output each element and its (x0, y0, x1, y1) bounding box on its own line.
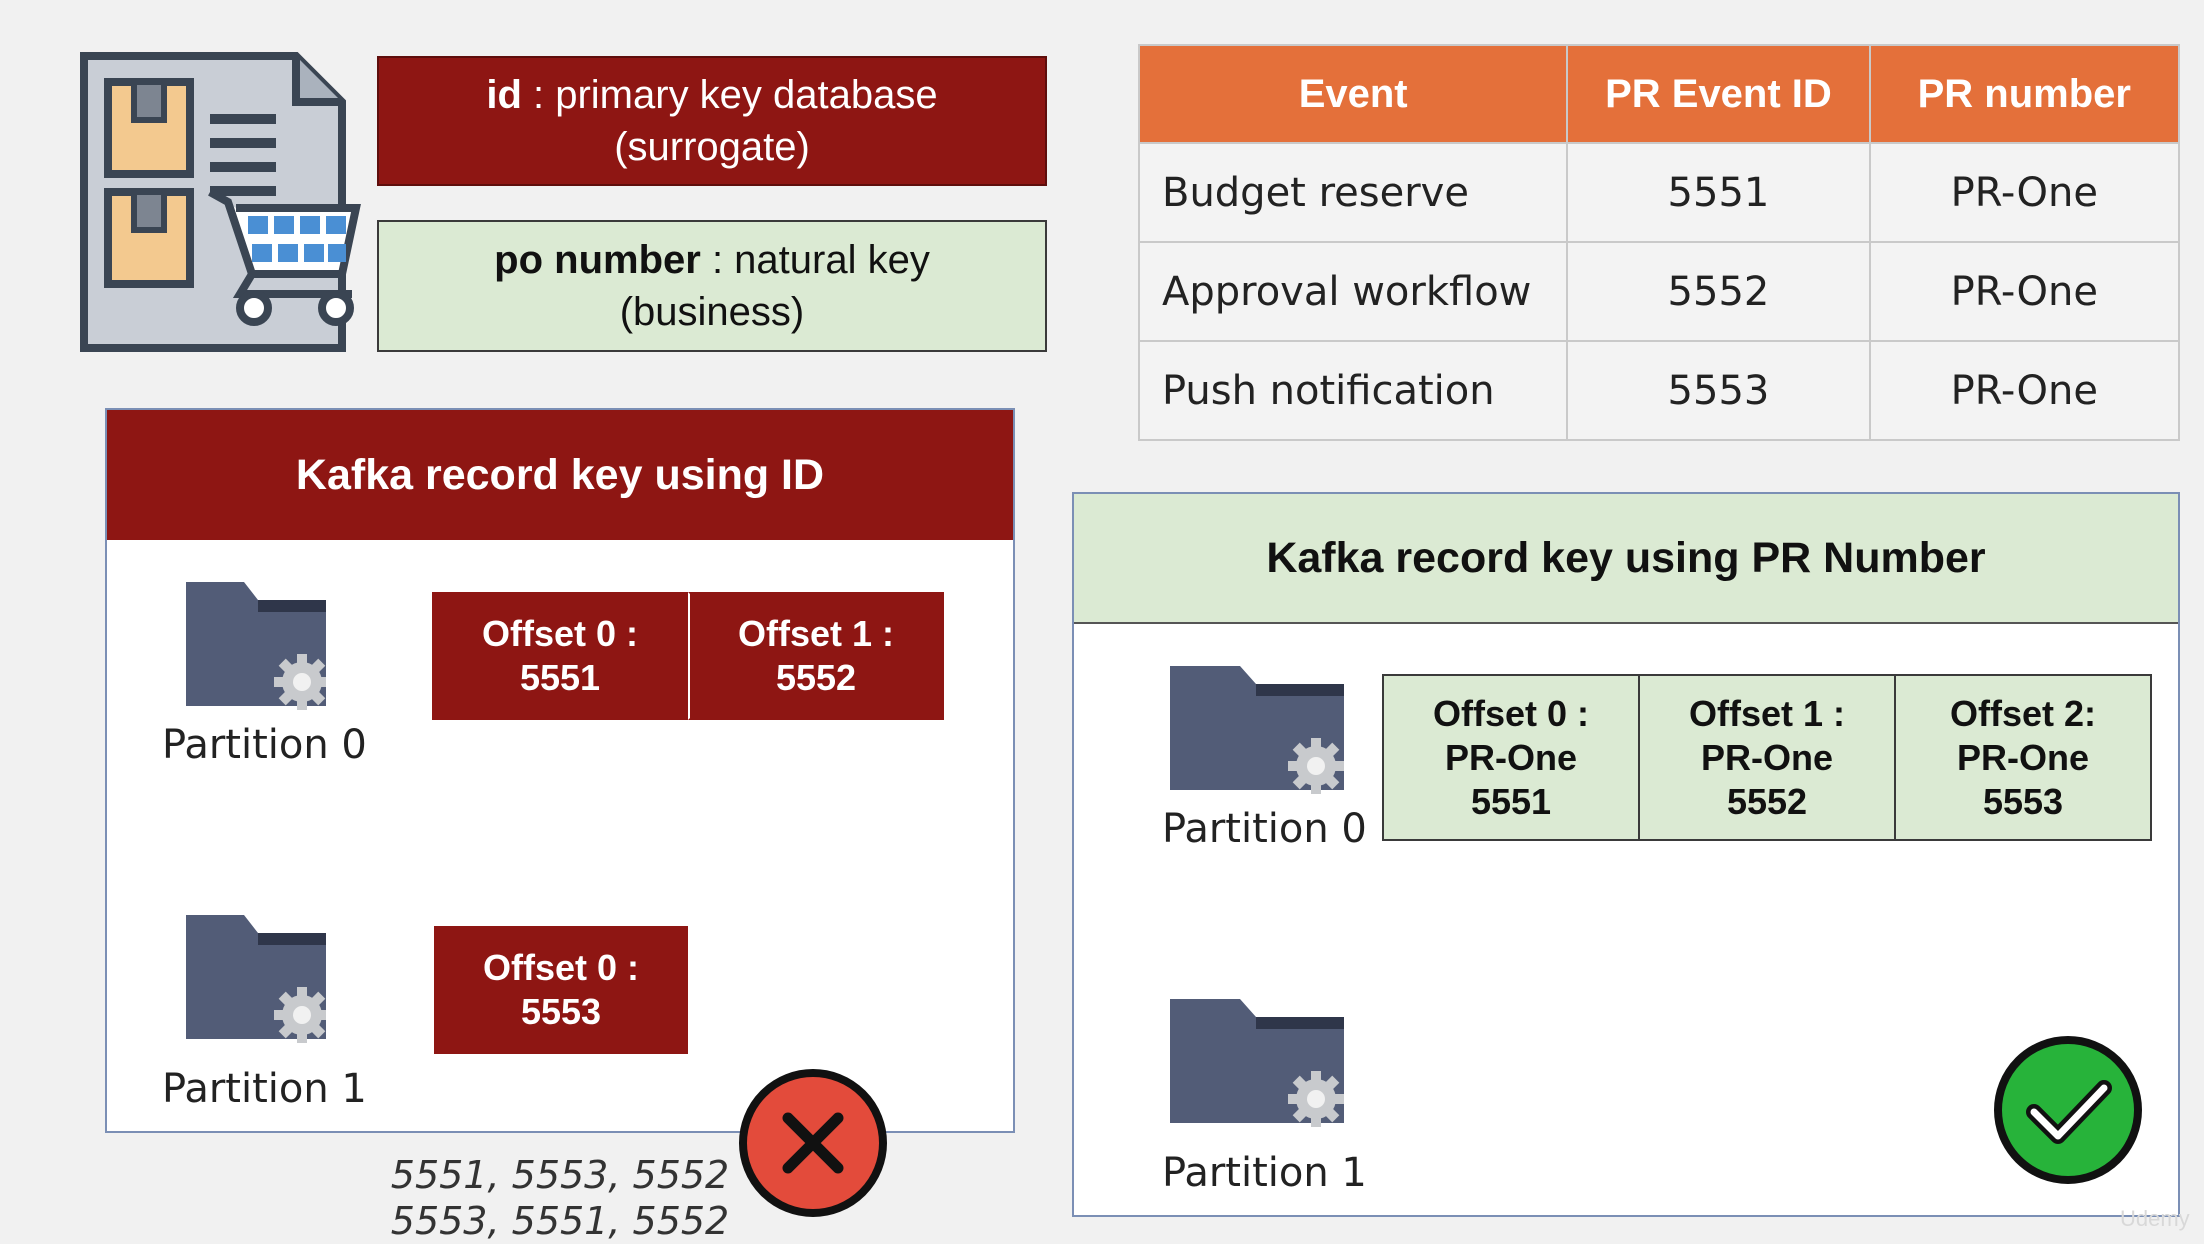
po-term: po number (494, 238, 701, 282)
offset-key: PR-One (1444, 736, 1577, 778)
offset-key: PR-One (1700, 736, 1833, 778)
offset-value: 5553 (520, 991, 602, 1032)
table-row: Push notification 5553 PR-One (1137, 340, 2181, 441)
offset-value: 5551 (1470, 780, 1552, 822)
partition-1-folder-icon (1170, 999, 1350, 1129)
id-key-panel-title: Kafka record key using ID (107, 410, 1013, 540)
cell-event-id: 5553 (1566, 340, 1871, 441)
cell-event: Approval workflow (1137, 241, 1569, 342)
partition-0-label: Partition 0 (1162, 806, 1367, 852)
ordering-line: 5553, 5551, 5552 (390, 1199, 730, 1243)
id-key-panel: Kafka record key using ID Partition 0 Of… (105, 408, 1015, 1133)
po-subtext: (business) (619, 290, 805, 334)
offset-block: Offset 0 : 5553 (434, 926, 688, 1054)
cell-event: Push notification (1137, 340, 1569, 441)
offset-label: Offset 0 : (1432, 692, 1590, 734)
partition-1-folder-icon (186, 915, 330, 1045)
event-table: Event PR Event ID PR number Budget reser… (1137, 44, 2181, 441)
offset-block: Offset 1 : 5552 (688, 592, 944, 720)
table-row: Approval workflow 5552 PR-One (1137, 241, 2181, 342)
offset-block: Offset 0 : 5551 (432, 592, 688, 720)
partition-0-folder-icon (186, 582, 330, 712)
id-term: id (486, 73, 522, 117)
id-key-box: id : primary key database (surrogate) (377, 56, 1047, 186)
id-description: : primary key database (521, 73, 938, 117)
x-mark-icon (738, 1068, 888, 1218)
offset-value: 5551 (519, 657, 601, 698)
offset-label: Offset 1 : (737, 613, 895, 654)
offset-value: 5552 (1726, 780, 1808, 822)
partition-0-label: Partition 0 (162, 722, 367, 768)
offset-label: Offset 0 : (482, 947, 640, 988)
id-subtext: (surrogate) (614, 125, 810, 169)
offset-label: Offset 2: (1949, 692, 2097, 734)
check-mark-icon (1992, 1034, 2144, 1186)
offset-block: Offset 0 : PR-One 5551 (1382, 674, 1640, 841)
pr-number-key-panel-title: Kafka record key using PR Number (1074, 494, 2178, 624)
consumption-orderings: 5551, 5553, 5552 5553, 5551, 5552 (380, 1152, 740, 1244)
offset-block: Offset 1 : PR-One 5552 (1638, 674, 1896, 841)
ordering-line: 5551, 5553, 5552 (390, 1153, 730, 1197)
offset-key: PR-One (1956, 736, 2089, 778)
cell-pr-number: PR-One (1868, 142, 2181, 243)
offset-block: Offset 2: PR-One 5553 (1894, 674, 2152, 841)
partition-1-label: Partition 1 (1162, 1150, 1367, 1196)
table-header-row: Event PR Event ID PR number (1137, 44, 2181, 144)
po-description: : natural key (700, 238, 930, 282)
offset-value: 5552 (775, 657, 857, 698)
purchase-order-icon (80, 52, 362, 352)
header-pr-event-id: PR Event ID (1566, 44, 1871, 144)
cell-event-id: 5551 (1566, 142, 1871, 243)
po-number-key-box: po number : natural key (business) (377, 220, 1047, 352)
watermark: Udemy (2120, 1206, 2190, 1231)
cell-event: Budget reserve (1137, 142, 1569, 243)
table-row: Budget reserve 5551 PR-One (1137, 142, 2181, 243)
cell-pr-number: PR-One (1868, 340, 2181, 441)
offset-label: Offset 1 : (1688, 692, 1846, 734)
header-pr-number: PR number (1868, 44, 2181, 144)
offset-label: Offset 0 : (481, 613, 639, 654)
offset-value: 5553 (1982, 780, 2064, 822)
header-event: Event (1137, 44, 1569, 144)
cell-pr-number: PR-One (1868, 241, 2181, 342)
partition-0-folder-icon (1170, 666, 1350, 796)
cell-event-id: 5552 (1566, 241, 1871, 342)
pr-number-key-panel: Kafka record key using PR Number Partiti… (1072, 492, 2180, 1217)
partition-1-label: Partition 1 (162, 1066, 367, 1112)
